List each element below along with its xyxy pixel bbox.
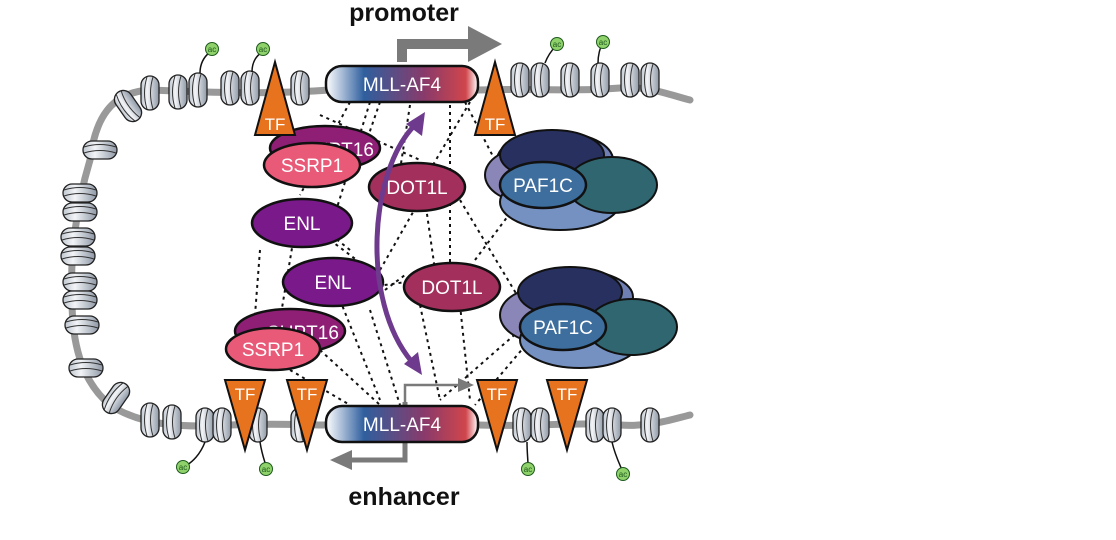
mll-af4-top-label: MLL-AF4 xyxy=(363,75,442,96)
enl-top xyxy=(250,197,354,249)
enl-bottom-label: ENL xyxy=(315,273,352,294)
enhancer-arrowhead-icon xyxy=(330,450,352,470)
paf1c-bottom-label: PAF1C xyxy=(533,318,593,339)
tf-label: TF xyxy=(235,385,256,404)
purple-arrowhead-top-icon xyxy=(406,112,425,136)
enl-top-label: ENL xyxy=(284,214,321,235)
promoter-arrowhead-icon xyxy=(468,26,502,62)
tf-label: TF xyxy=(297,385,318,404)
ac-label: ac xyxy=(524,465,532,474)
tf-label: TF xyxy=(557,385,578,404)
promoter-label: promoter xyxy=(349,0,459,27)
mll-af4-top: MLL-AF4 xyxy=(324,64,480,104)
paf1c-complex-bottom: PAF1C xyxy=(499,266,678,369)
ac-label: ac xyxy=(259,45,267,54)
tf-bottom-4: TF xyxy=(545,379,589,454)
ac-label: ac xyxy=(619,470,627,479)
purple-double-arrow-icon xyxy=(374,123,417,364)
dot1l-top xyxy=(367,161,467,213)
ssrp1-top xyxy=(262,141,362,189)
purple-arrowhead-bottom-icon xyxy=(404,352,422,375)
dot1l-top-label: DOT1L xyxy=(386,178,447,199)
ac-label: ac xyxy=(179,463,187,472)
ssrp1-bottom-label: SSRP1 xyxy=(242,340,304,361)
ac-label: ac xyxy=(262,465,270,474)
enhancer-small-arrow-icon xyxy=(403,383,460,405)
tf-label: TF xyxy=(265,115,286,134)
mll-af4-bottom-label: MLL-AF4 xyxy=(363,415,442,436)
promoter-arrow-icon xyxy=(397,39,470,62)
enl-bottom xyxy=(281,256,385,308)
ac-label: ac xyxy=(208,45,216,54)
paf1c-top-label: PAF1C xyxy=(513,176,573,197)
tf-bottom-2: TF xyxy=(285,379,329,454)
ac-label: ac xyxy=(553,40,561,49)
ssrp1-bottom xyxy=(224,326,322,372)
tf-label: TF xyxy=(487,385,508,404)
dot1l-bottom xyxy=(402,261,502,313)
tf-label: TF xyxy=(485,115,506,134)
tf-top-left: TF xyxy=(253,58,297,136)
ac-label: ac xyxy=(599,38,607,47)
ssrp1-top-label: SSRP1 xyxy=(281,156,343,177)
tf-bottom-1: TF xyxy=(223,379,267,454)
paf1c-complex-top: PAF1C xyxy=(484,129,658,231)
mll-af4-bottom: MLL-AF4 xyxy=(324,404,480,444)
acetylation-marks: ac ac ac ac ac ac ac ac xyxy=(176,35,630,481)
enhancer-label: enhancer xyxy=(348,483,459,511)
nucleosome-icon xyxy=(60,140,134,418)
dot1l-bottom-label: DOT1L xyxy=(421,278,482,299)
tf-bottom-3: TF xyxy=(475,379,519,454)
enhancer-small-arrowhead-icon xyxy=(458,378,474,392)
tf-top-right: TF xyxy=(473,58,517,136)
